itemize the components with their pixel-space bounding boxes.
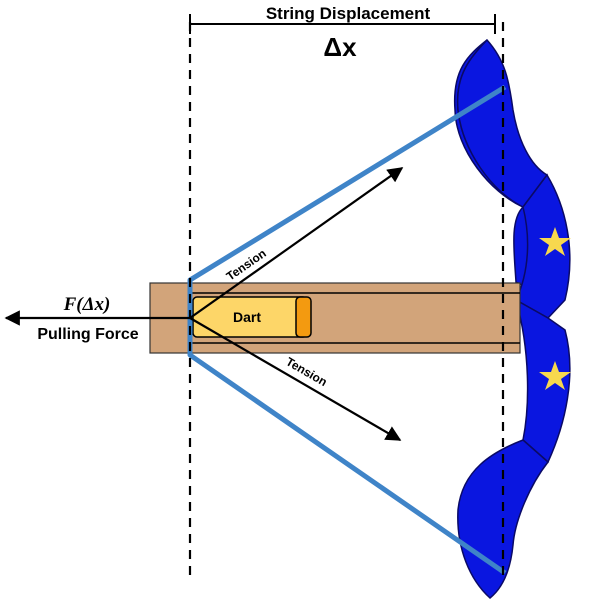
tension-arrow-bottom [189,317,402,441]
dart-label: Dart [233,309,261,325]
tension-label-bottom: Tension [284,354,330,389]
bow-middle-upper-segment [515,173,571,319]
star-icon [539,227,571,256]
bow-middle-lower-segment [514,298,571,464]
tension-arrow-top [189,167,404,319]
force-label: F(Δx) [63,294,111,315]
dart-tip [295,296,312,338]
delta-x-label: Δx [323,32,357,62]
diagram-title: String Displacement [266,4,431,23]
star-icon [539,361,571,390]
pulling-force-label: Pulling Force [37,326,138,343]
